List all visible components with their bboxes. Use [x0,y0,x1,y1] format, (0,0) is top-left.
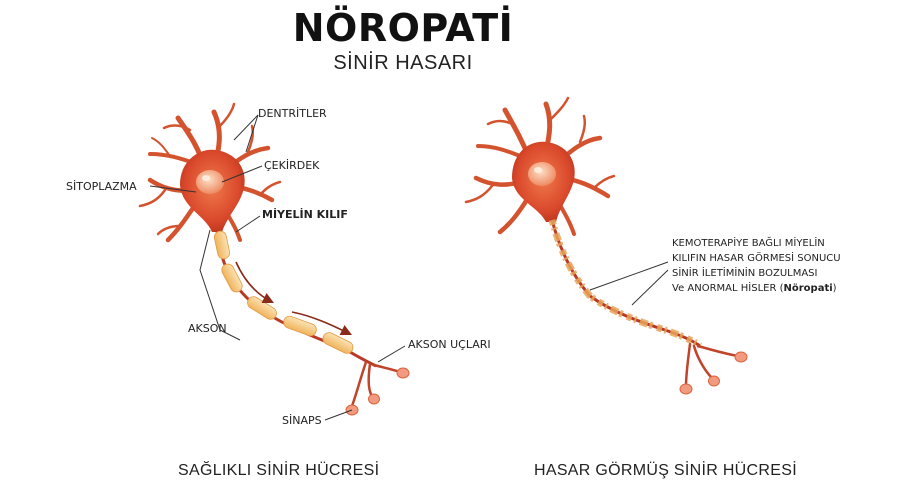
damaged-myelin-fragments [548,219,703,349]
damaged-label-pointers [589,261,669,306]
label-synapse: SİNAPS [282,414,322,427]
label-axon-terminals: AKSON UÇLARI [408,338,491,351]
damage-note-line: SİNİR İLETİMİNİN BOZULMASI [672,268,818,279]
healthy-label-pointers [149,114,406,421]
label-cytoplasm: SİTOPLAZMA [66,180,137,193]
damaged-caption: HASAR GÖRMÜŞ SİNİR HÜCRESİ [534,462,797,479]
damage-note-emphasis: Nöropati [783,283,833,294]
label-dendrites: DENTRİTLER [258,107,327,120]
damage-note-line: KEMOTERAPİYE BAĞLI MİYELİN [672,238,825,249]
label-myelin-sheath: MİYELİN KILIF [262,208,348,221]
damaged-nucleus [528,162,556,186]
damaged-neuron [464,96,748,395]
page-title: NÖROPATİ [292,6,514,50]
damage-note-suffix: ) [832,283,837,294]
damage-note-prefix: Ve ANORMAL HİSLER ( [672,283,784,294]
damage-note-line: KILIFIN HASAR GÖRMESİ SONUCU [672,253,841,264]
damaged-synapse-knobs [679,351,748,395]
healthy-nucleus [196,170,224,194]
healthy-neuron [138,102,410,421]
label-nucleus: ÇEKİRDEK [264,159,320,172]
damage-note-line: Ve ANORMAL HİSLER (Nöropati) [672,281,841,296]
healthy-myelin-segments [213,230,354,354]
healthy-signal-arrows [235,261,353,336]
page-subtitle: SİNİR HASARI [333,52,473,74]
damage-note: KEMOTERAPİYE BAĞLI MİYELİN KILIFIN HASAR… [672,236,841,296]
healthy-caption: SAĞLIKLI SİNİR HÜCRESİ [178,462,380,479]
label-axon: AKSON [188,322,227,335]
